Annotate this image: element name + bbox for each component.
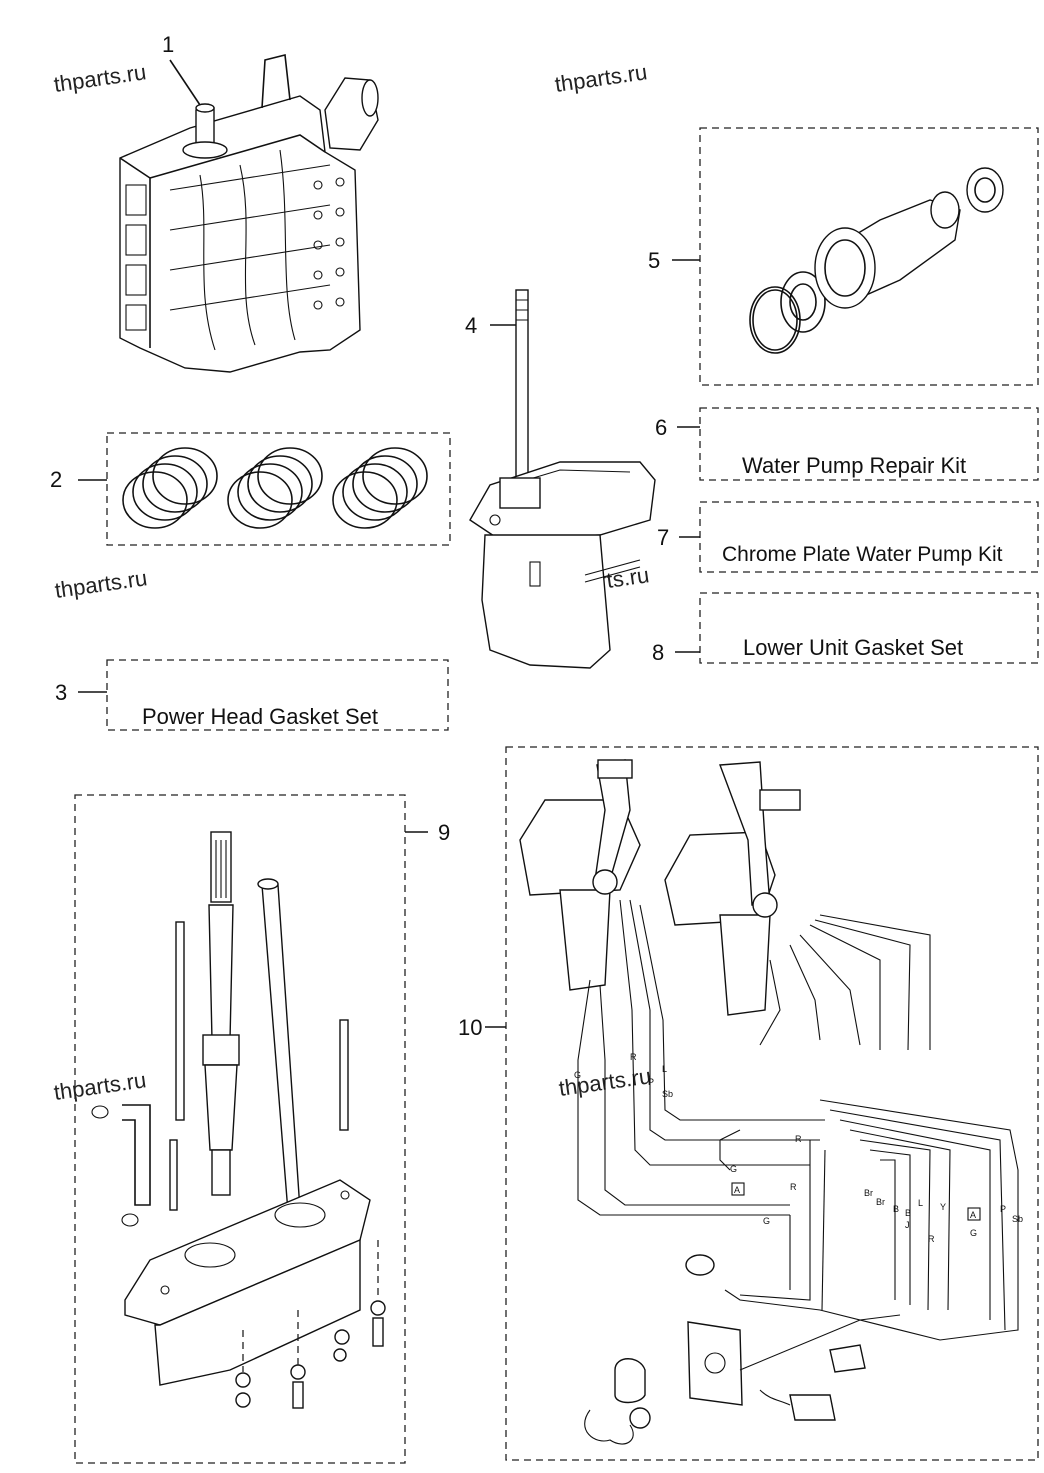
- callout-9: 9: [438, 820, 450, 845]
- wire-code: R: [630, 1052, 637, 1062]
- lower-unit-gasket-box: [699, 592, 1039, 664]
- callout-3: 3: [55, 680, 67, 705]
- watermark: thparts.ru: [553, 59, 649, 97]
- callout-1: 1: [162, 32, 174, 57]
- callout-5: 5: [648, 248, 660, 273]
- callout-leader: [169, 59, 201, 106]
- callout-4: 4: [465, 313, 477, 338]
- wire-code: G: [730, 1164, 737, 1174]
- water-pump-repair-kit-label: Water Pump Repair Kit: [742, 453, 966, 478]
- wire-code: G: [763, 1216, 770, 1226]
- power-head-gasket-set-label: Power Head Gasket Set: [142, 704, 378, 729]
- wire-code: J: [905, 1220, 910, 1230]
- piston-rings-illustration: [122, 447, 428, 529]
- chrome-plate-water-pump-kit-label: Chrome Plate Water Pump Kit: [722, 543, 1003, 566]
- wire-code: Y: [940, 1202, 946, 1212]
- wire-code: R: [790, 1182, 797, 1192]
- bolt-row: [313, 177, 345, 310]
- lower-unit-gasket-set-label: Lower Unit Gasket Set: [743, 635, 963, 660]
- midsection-kit-box: [74, 794, 406, 1464]
- power-head-illustration: [119, 54, 379, 373]
- wire-code: Br: [864, 1188, 873, 1198]
- callout-8: 8: [652, 640, 664, 665]
- wire-code-labels: G R P L Sb G A R R G Br Br B B J L Y R A…: [574, 1052, 1023, 1244]
- remote-control-illustration: [519, 759, 1019, 1445]
- midsection-illustration: [91, 831, 386, 1409]
- piston-rings-box: [106, 432, 451, 546]
- wire-code: P: [648, 1077, 654, 1087]
- wire-code: G: [574, 1070, 581, 1080]
- water-pump-box: [699, 127, 1039, 386]
- water-pump-illustration: [749, 167, 1004, 354]
- lower-unit-illustration: [469, 289, 656, 669]
- wire-code: A: [970, 1210, 976, 1220]
- wire-code: B: [905, 1208, 911, 1218]
- wire-code: R: [928, 1234, 935, 1244]
- callout-7: 7: [657, 525, 669, 550]
- wire-code: L: [662, 1064, 667, 1074]
- water-pump-repair-kit-box: [699, 407, 1039, 481]
- callout-10: 10: [458, 1015, 482, 1040]
- watermark: thparts.ru: [53, 565, 149, 603]
- wire-code: Sb: [662, 1089, 673, 1099]
- remote-control-kit-box: [505, 746, 1039, 1461]
- callout-2: 2: [50, 467, 62, 492]
- wire-code: P: [1000, 1204, 1006, 1214]
- callout-6: 6: [655, 415, 667, 440]
- wire-code: R: [795, 1134, 802, 1144]
- wire-code: Sb: [1012, 1214, 1023, 1224]
- wire-code: B: [893, 1204, 899, 1214]
- wire-code: A: [734, 1185, 740, 1195]
- power-head-gasket-box: [106, 659, 449, 731]
- watermark: thparts.ru: [52, 59, 148, 97]
- watermark: thparts.ru: [52, 1067, 148, 1105]
- wire-code: L: [918, 1198, 923, 1208]
- wire-code: G: [970, 1228, 977, 1238]
- wire-code: Br: [876, 1197, 885, 1207]
